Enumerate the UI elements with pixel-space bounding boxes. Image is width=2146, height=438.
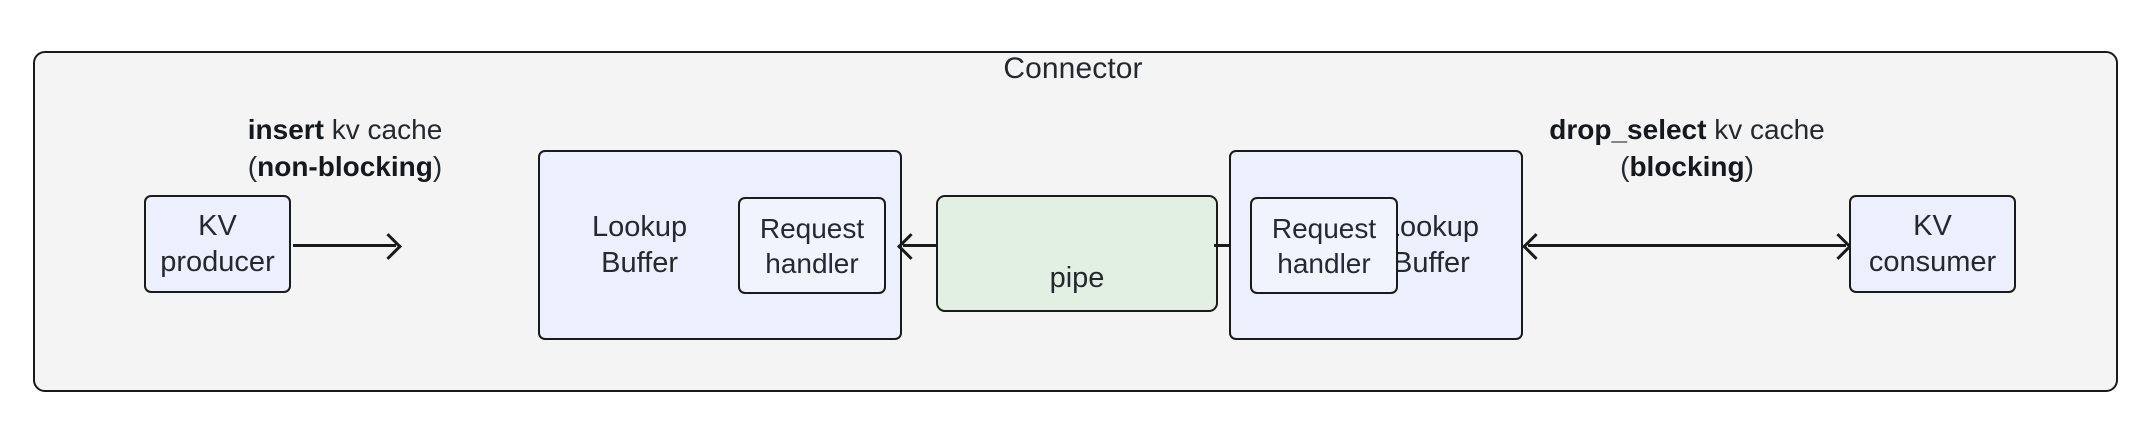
edge-label-drop-select-line1: drop_select kv cache (1495, 112, 1879, 149)
node-pipe[interactable]: pipe (936, 195, 1218, 312)
edge-label-drop-select-paren-close: ) (1744, 150, 1754, 182)
edge-label-drop-select-paren-open: ( (1620, 150, 1630, 182)
lookup-buffer-left-label: Lookup Buffer (592, 209, 687, 282)
edge-label-drop-select-strong2: blocking (1629, 150, 1745, 182)
edge-label-insert-plain: kv cache (323, 114, 443, 145)
request-handler-left-label-line2: handler (765, 247, 859, 279)
edge-label-insert-paren-open: ( (247, 150, 258, 182)
lookup-buffer-left-label-line1: Lookup (592, 210, 688, 243)
kv-producer-label: KV producer (160, 208, 274, 281)
edge-label-drop-select-plain: kv cache (1706, 114, 1825, 145)
edge-label-insert-strong2: non-blocking (257, 150, 433, 182)
edge-label-insert-paren-close: ) (432, 150, 443, 182)
request-handler-right-label: Request handler (1272, 211, 1376, 281)
edge-label-insert-line1: insert kv cache (160, 112, 530, 149)
node-kv-producer[interactable]: KV producer (144, 195, 291, 293)
lookup-buffer-right-label-line1: Lookup (1383, 210, 1479, 243)
kv-consumer-label-line2: consumer (1868, 246, 1997, 278)
arrow-buffer-to-consumer (1528, 244, 1846, 247)
arrow-producer-to-buffer (293, 244, 396, 247)
request-handler-right-label-line1: Request (1271, 212, 1377, 244)
kv-consumer-label-line1: KV (1913, 209, 1952, 242)
kv-producer-label-line1: KV (198, 209, 237, 242)
edge-label-drop-select-line2: (blocking) (1495, 149, 1879, 186)
request-handler-left-label: Request handler (760, 211, 864, 281)
node-lookup-buffer-left[interactable]: Lookup Buffer (538, 150, 902, 340)
node-request-handler-left[interactable]: Request handler (738, 197, 886, 294)
lookup-buffer-left-label-line2: Buffer (601, 247, 678, 279)
edge-label-insert: insert kv cache (non-blocking) (160, 112, 530, 186)
edge-label-insert-strong: insert (247, 114, 324, 145)
kv-producer-label-line2: producer (160, 246, 275, 278)
arrow-pipe-to-left-handler (903, 244, 939, 247)
request-handler-left-label-line1: Request (759, 212, 865, 244)
lookup-buffer-right-label: Lookup Buffer (1384, 209, 1479, 282)
request-handler-right-label-line2: handler (1277, 247, 1371, 279)
edge-label-drop-select: drop_select kv cache (blocking) (1495, 112, 1879, 186)
edge-label-insert-line2: (non-blocking) (160, 149, 530, 186)
pipe-label: pipe (1049, 261, 1105, 294)
edge-label-drop-select-strong: drop_select (1549, 114, 1707, 145)
connector-title: Connector (1003, 52, 1143, 85)
kv-consumer-label: KV consumer (1869, 208, 1996, 281)
lookup-buffer-right-label-line2: Buffer (1392, 247, 1470, 279)
node-kv-consumer[interactable]: KV consumer (1849, 195, 2016, 293)
node-request-handler-right[interactable]: Request handler (1250, 197, 1398, 294)
